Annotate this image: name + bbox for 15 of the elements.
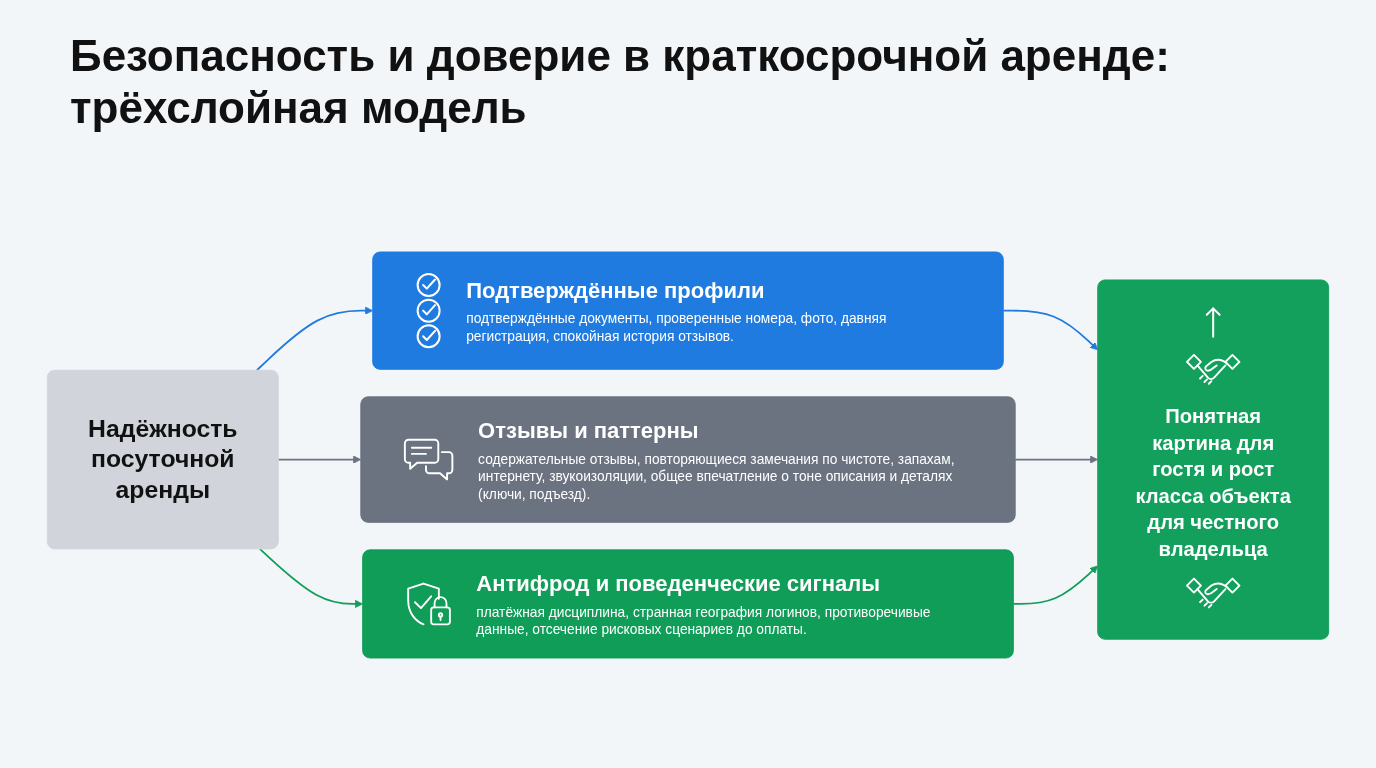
topic-label: Надёжность посуточной аренды (87, 414, 239, 505)
arrow (1012, 565, 1099, 605)
outcome-label: Понятная картина для гостя и рост класса объекта для честного владельца (1134, 403, 1292, 563)
arrow (258, 548, 363, 608)
arrow (1014, 455, 1099, 464)
arrow (277, 455, 362, 464)
arrow (255, 306, 374, 372)
layer-description: платёжная дисциплина, странная география логинов, противоречивые данные, отсечение рисковых сценариев до оплаты. (476, 603, 932, 638)
layer-heading: Антифрод и поведенческие сигналы (476, 570, 881, 598)
title: Безопасность и доверие в краткосрочной аренде: трёхслойная модель (70, 30, 1171, 134)
layer-heading: Отзывы и паттерны (478, 416, 700, 445)
arrow (1002, 309, 1099, 351)
layer-heading: Подтверждённые профили (466, 276, 766, 305)
layer-description: содержательные отзывы, повторяющиеся замечания по чистоте, запахам, интернету, звукоизоляции, общее впечатление о тоне описания и деталях (ключи, подъезд). (478, 449, 956, 503)
layer-description: подтверждённые документы, проверенные номера, фото, давняя регистрация, спокойная история отзывов. (466, 309, 888, 345)
